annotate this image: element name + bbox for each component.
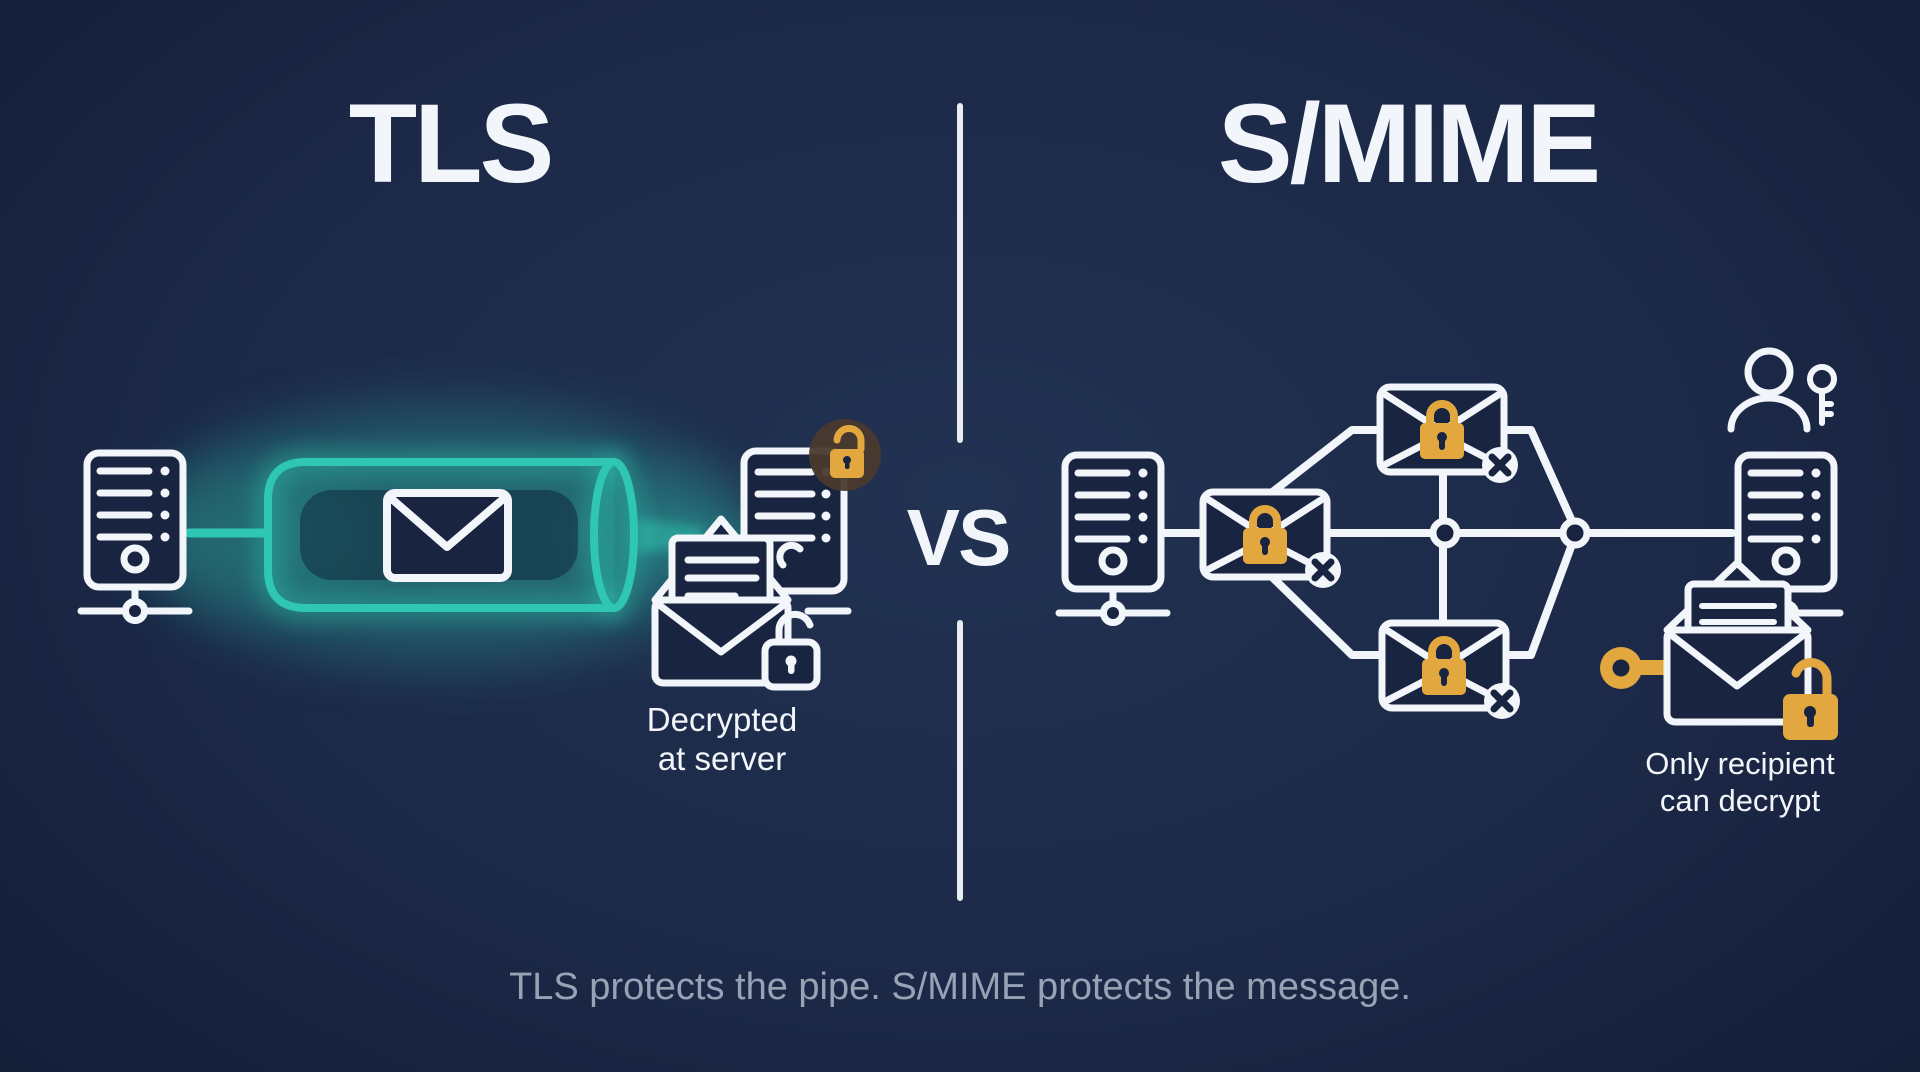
divider-line-top [957,103,963,443]
decrypted-note-line1: Decrypted [646,701,798,738]
decrypted-note-line2: at server [657,740,787,777]
recipient-note-line2: can decrypt [1659,783,1821,818]
encrypted-envelope-icon [1380,387,1518,483]
recipient-user-icon [1727,347,1811,433]
recipient-note-line1: Only recipient [1645,746,1835,781]
recipient-unlocked-padlock-icon [1783,658,1838,740]
divider-line-bottom [957,620,963,901]
email-envelope-icon [383,489,512,582]
sender-server-icon [81,453,189,621]
network-node-icon [1429,517,1461,549]
decrypted-envelope-icon [651,515,792,687]
recipient-note: Only recipient can decrypt [1610,745,1870,819]
user-key-icon [1807,364,1837,426]
decrypted-note: Decrypted at server [602,700,842,778]
vs-label: VS [906,493,1012,582]
caption: TLS protects the pipe. S/MIME protects t… [509,966,1411,1008]
encrypted-envelope-icon [1382,623,1520,719]
tls-title: TLS [348,81,555,206]
encrypted-envelope-icon [1203,492,1341,588]
unlocked-badge-icon [809,419,881,491]
open-padlock-icon [761,610,821,691]
relay-server-icon [1059,455,1167,623]
network-node-icon [1559,517,1591,549]
recipient-envelope-icon [1663,559,1812,726]
smime-title: S/MIME [1217,81,1601,206]
